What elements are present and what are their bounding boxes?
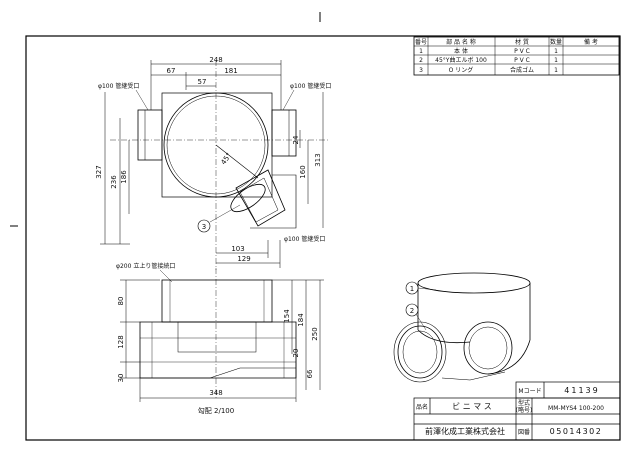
dim-30: 30 bbox=[117, 374, 125, 383]
table-header-name: 部 品 名 称 bbox=[446, 38, 476, 46]
table-row-3-name: O リング bbox=[449, 66, 474, 74]
table-row-2-no: 2 bbox=[419, 57, 423, 64]
leader-left-port bbox=[135, 89, 149, 111]
dim-184: 184 bbox=[297, 313, 305, 327]
top-riser-circle bbox=[163, 92, 269, 198]
label-riser-port: φ200 立上り管接続口 bbox=[116, 262, 175, 270]
dim-80: 80 bbox=[117, 297, 125, 306]
parts-table: 番号 部 品 名 称 材 質 数量 備 考 1 本 体 P V C 1 2 45… bbox=[413, 36, 620, 76]
top-view-dimensions bbox=[100, 60, 324, 268]
dim-313: 313 bbox=[314, 153, 322, 166]
title-block-text: Mコード 41139 品名 ビ ニ マ ス 型式 (略号) MM-MYS4 10… bbox=[416, 386, 604, 436]
top-view-dim-labels: 248 67 181 57 327 236 186 24 313 160 103… bbox=[95, 56, 331, 263]
model-value: MM-MYS4 100-200 bbox=[548, 405, 604, 412]
name-value: ビ ニ マ ス bbox=[452, 402, 492, 411]
table-row-3-qty: 1 bbox=[554, 67, 558, 74]
table-row-3-no: 3 bbox=[419, 67, 423, 74]
dim-24: 24 bbox=[292, 135, 300, 144]
callout-2-number: 2 bbox=[410, 307, 414, 315]
front-view-dimensions bbox=[120, 279, 324, 402]
iso-view bbox=[393, 272, 531, 383]
dim-129: 129 bbox=[237, 255, 250, 263]
table-row-1-name: 本 体 bbox=[454, 47, 468, 55]
iso-callouts: 1 2 bbox=[405, 281, 437, 331]
top-view bbox=[110, 60, 330, 270]
iso-left-port bbox=[397, 325, 443, 379]
callout-3-leader bbox=[209, 204, 241, 223]
dim-348: 348 bbox=[209, 389, 222, 397]
callout-1-number: 1 bbox=[410, 285, 414, 293]
model-label-2: (略号) bbox=[516, 406, 533, 414]
callout-2-circle bbox=[405, 303, 419, 317]
dim-57: 57 bbox=[198, 78, 207, 86]
label-slope: 勾配 2/100 bbox=[198, 406, 234, 415]
table-header-no: 番号 bbox=[415, 39, 427, 46]
dim-67: 67 bbox=[167, 67, 176, 75]
leader-right-port bbox=[282, 89, 295, 111]
dim-160: 160 bbox=[299, 165, 307, 178]
name-label: 品名 bbox=[416, 403, 428, 411]
dim-248: 248 bbox=[209, 56, 222, 64]
front-view-dim-labels: 80 128 30 154 184 250 20 66 348 φ200 立上り… bbox=[116, 262, 319, 415]
code-label: Mコード bbox=[518, 388, 541, 395]
leader-riser-port bbox=[159, 269, 173, 283]
dim-128: 128 bbox=[117, 335, 125, 348]
table-header-note: 備 考 bbox=[584, 38, 598, 46]
table-row-2-material: P V C bbox=[514, 57, 530, 64]
label-right-port: φ100 管継受口 bbox=[290, 82, 331, 90]
drawing-number: 05014302 bbox=[550, 427, 603, 436]
dim-181: 181 bbox=[224, 67, 237, 75]
table-row-1-material: P V C bbox=[514, 48, 530, 55]
dim-154: 154 bbox=[283, 309, 291, 323]
title-block bbox=[413, 381, 621, 441]
dim-186: 186 bbox=[120, 170, 128, 184]
label-left-port: φ100 管継受口 bbox=[98, 82, 139, 90]
table-row-1-no: 1 bbox=[419, 48, 423, 55]
iso-right-port bbox=[463, 321, 513, 375]
dim-103: 103 bbox=[231, 245, 244, 253]
callout-3-number: 3 bbox=[202, 223, 206, 231]
dim-angle-45: 45° bbox=[220, 151, 234, 166]
dim-20: 20 bbox=[292, 349, 300, 358]
dim-250: 250 bbox=[311, 327, 319, 340]
callout-3-circle bbox=[197, 219, 211, 233]
table-header-qty: 数量 bbox=[550, 38, 562, 46]
drawing-frame bbox=[25, 35, 621, 441]
dim-327: 327 bbox=[95, 165, 103, 178]
table-row-2-name: 45°Y曲エルボ 100 bbox=[435, 56, 487, 64]
code-value: 41139 bbox=[564, 386, 599, 395]
table-header-material: 材 質 bbox=[515, 38, 529, 46]
dim-66: 66 bbox=[306, 369, 314, 378]
label-bottom-port: φ100 管継受口 bbox=[284, 235, 325, 243]
model-label-1: 型式 bbox=[518, 399, 530, 407]
table-row-3-material: 合成ゴム bbox=[510, 66, 534, 74]
front-view bbox=[139, 268, 297, 400]
company-name: 前澤化成工業株式会社 bbox=[425, 426, 505, 436]
drawing-label: 図番 bbox=[518, 429, 530, 436]
dim-236: 236 bbox=[110, 175, 118, 189]
table-row-2-qty: 1 bbox=[554, 57, 558, 64]
table-row-1-qty: 1 bbox=[554, 48, 558, 55]
